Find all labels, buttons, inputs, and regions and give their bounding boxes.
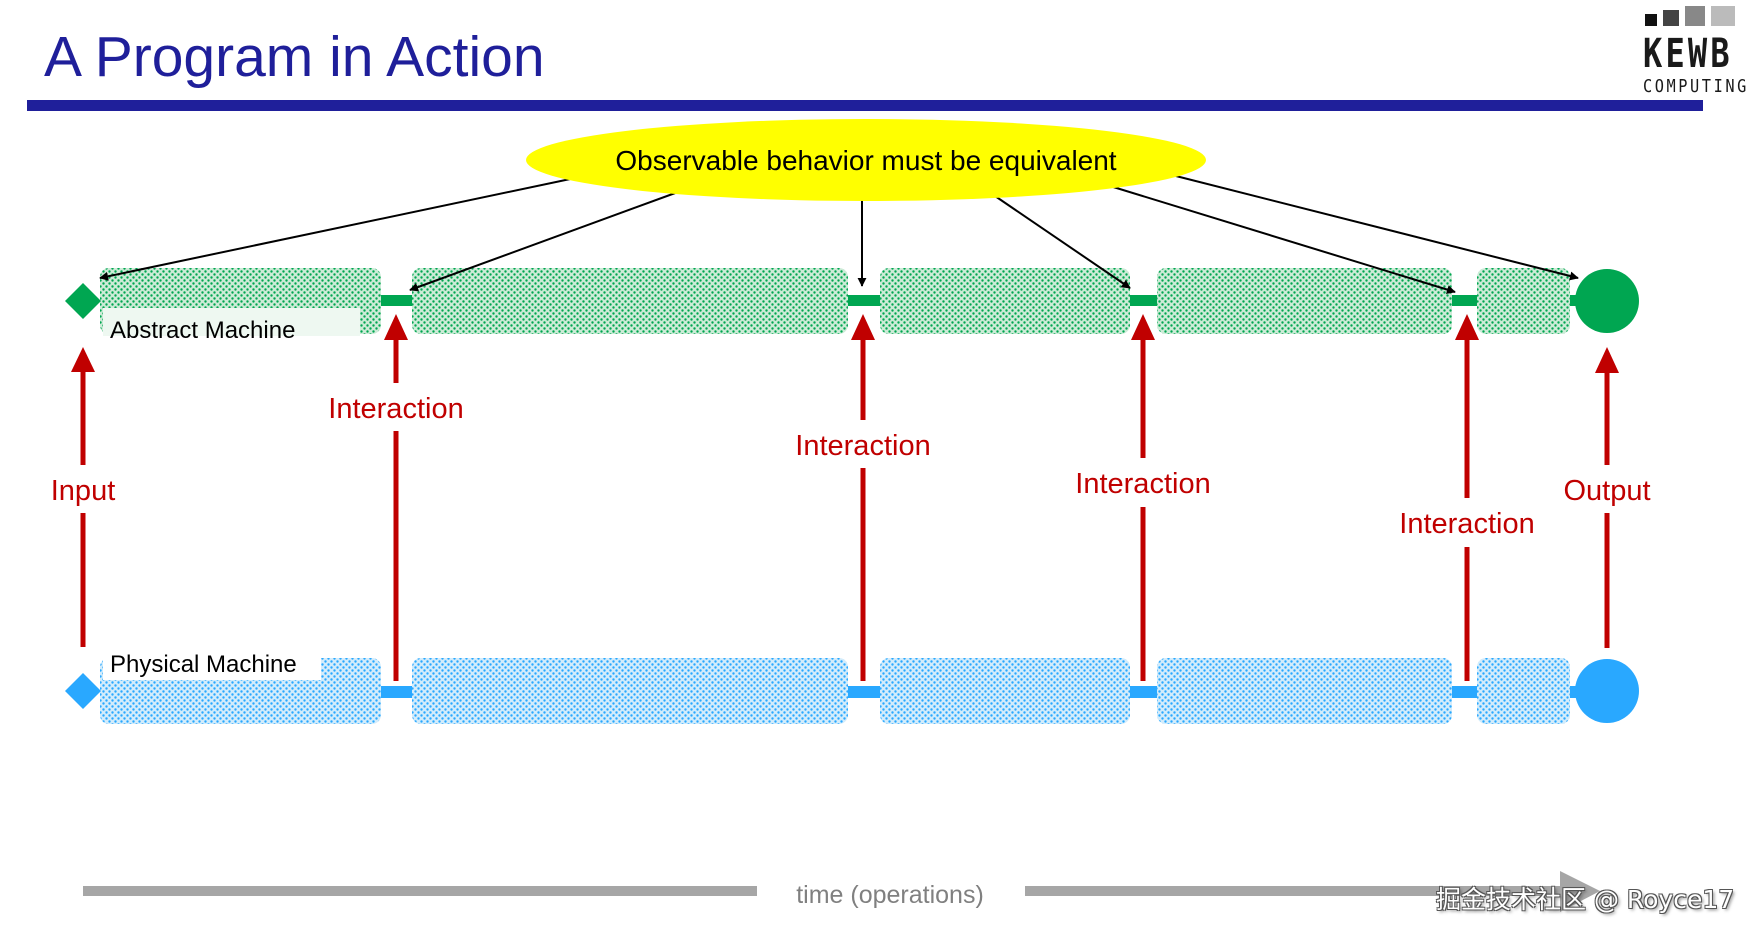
watermark: 掘金技术社区 @ Royce17 [1436, 885, 1735, 914]
abstract-machine-track [65, 268, 1639, 336]
physical-connector [1450, 686, 1478, 698]
interaction-label-3: Interaction [1075, 468, 1210, 500]
physical-connector [380, 686, 415, 698]
interaction-arrow-head [851, 314, 875, 340]
timeline-label: time (operations) [796, 881, 984, 909]
timeline: time (operations) [83, 871, 1600, 912]
abstract-end-circle [1575, 269, 1639, 333]
physical-connector [846, 686, 882, 698]
physical-label-box [103, 648, 321, 680]
kewb-logo: KEWB COMPUTING [1635, 6, 1754, 101]
abstract-connector [1128, 295, 1158, 306]
equivalence-ellipse [526, 119, 1206, 201]
timeline-bar-right [1025, 886, 1560, 896]
equivalence-arrow [99, 177, 576, 281]
physical-block [880, 658, 1130, 724]
equivalence-arrow [409, 191, 679, 292]
input-label: Input [51, 475, 116, 507]
abstract-block [880, 268, 1130, 334]
interaction-label-4: Interaction [1399, 508, 1534, 540]
physical-block [1477, 658, 1570, 724]
title-divider [27, 100, 1703, 111]
abstract-block [1477, 268, 1570, 334]
abstract-connector [1450, 295, 1478, 306]
logo-square-4 [1711, 6, 1735, 26]
interaction-arrow-head [1455, 314, 1479, 340]
abstract-connector [846, 295, 882, 306]
physical-start-diamond [65, 673, 101, 709]
interaction-label-1: Interaction [328, 393, 463, 425]
timeline-arrow-head [1560, 871, 1600, 912]
physical-block [1157, 658, 1452, 724]
output-arrow-head [1595, 347, 1619, 373]
logo-word: KEWB [1643, 31, 1733, 77]
physical-connector [1128, 686, 1158, 698]
physical-end-circle [1575, 659, 1639, 723]
output-label: Output [1563, 475, 1650, 507]
logo-square-3 [1685, 6, 1705, 26]
logo-square-1 [1645, 14, 1657, 26]
abstract-machine-label: Abstract Machine [110, 317, 295, 344]
abstract-block [1157, 268, 1452, 334]
physical-block [412, 658, 848, 724]
interaction-arrow-head [1131, 314, 1155, 340]
abstract-connector [380, 295, 415, 306]
abstract-label-box [103, 308, 360, 336]
abstract-block [412, 268, 848, 334]
equivalence-arrows [99, 173, 1579, 294]
logo-subtitle: COMPUTING [1643, 76, 1749, 97]
arrow-labels: Input Interaction Interaction Interactio… [51, 393, 1651, 540]
interaction-arrow-head [384, 314, 408, 340]
input-arrow-head [71, 347, 95, 372]
equivalence-arrow [994, 195, 1131, 289]
page-title: A Program in Action [44, 25, 545, 89]
physical-machine-label: Physical Machine [110, 651, 297, 678]
interaction-label-2: Interaction [795, 430, 930, 462]
red-arrows [71, 314, 1619, 681]
logo-square-2 [1663, 10, 1679, 26]
equivalence-text: Observable behavior must be equivalent [615, 145, 1116, 176]
physical-machine-track [65, 648, 1639, 724]
equivalence-arrow [1167, 173, 1579, 281]
abstract-start-diamond [65, 283, 101, 319]
timeline-bar-left [83, 886, 757, 896]
equivalence-arrow [1109, 185, 1456, 294]
